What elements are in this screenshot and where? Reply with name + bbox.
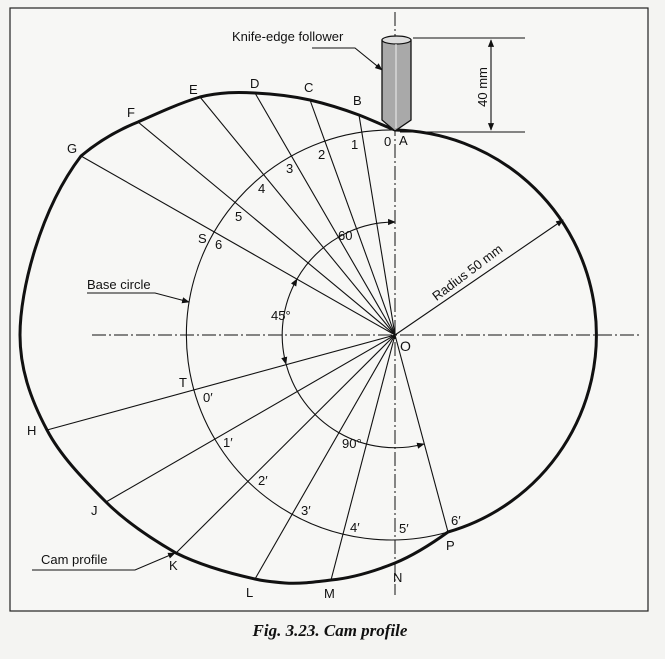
point-C: C: [304, 80, 313, 95]
center-label: O: [400, 338, 411, 354]
division-3-prime: 3′: [301, 503, 311, 518]
rise-division-labels: 0 1 2 3 4 5 6: [215, 134, 391, 252]
rise-angle-arc: [296, 218, 396, 280]
point-A: A: [399, 133, 408, 148]
division-0-prime: 0′: [203, 390, 213, 405]
point-M: M: [324, 586, 335, 601]
base-circle-leader: [87, 292, 190, 304]
division-4-prime: 4′: [350, 520, 360, 535]
point-D: D: [250, 76, 259, 91]
division-5: 5: [235, 209, 242, 224]
division-0: 0: [384, 134, 391, 149]
dwell-angle-label: 45°: [271, 308, 291, 323]
figure-frame: [9, 7, 649, 612]
division-6: 6: [215, 237, 222, 252]
knife-edge-follower: [381, 35, 412, 132]
point-P: P: [446, 538, 455, 553]
radial-lines: [46, 92, 449, 581]
radius-dimension-line: [394, 219, 564, 336]
dwell-angle-arc: [281, 278, 298, 365]
return-angle-label: 90°: [342, 436, 362, 451]
point-S: S: [198, 231, 207, 246]
return-division-labels: 0′ 1′ 2′ 3′ 4′ 5′ 6′: [203, 390, 461, 536]
point-T: T: [179, 375, 187, 390]
division-3: 3: [286, 161, 293, 176]
division-6-prime: 6′: [451, 513, 461, 528]
return-angle-arc: [285, 363, 425, 449]
rise-angle-label: 60: [338, 228, 352, 243]
cam-profile: [18, 91, 598, 585]
division-5-prime: 5′: [399, 521, 409, 536]
cam-profile-label: Cam profile: [41, 552, 107, 567]
point-H: H: [27, 423, 36, 438]
division-1: 1: [351, 137, 358, 152]
cam-profile-leader: [32, 552, 176, 571]
division-2-prime: 2′: [258, 473, 268, 488]
division-4: 4: [258, 181, 265, 196]
point-J: J: [91, 503, 98, 518]
outer-point-labels: A B C D E F G H J K L M N P: [27, 76, 455, 601]
base-circle-label: Base circle: [87, 277, 151, 292]
point-K: K: [169, 558, 178, 573]
point-L: L: [246, 585, 253, 600]
lift-dimension-label: 40 mm: [475, 67, 490, 107]
division-1-prime: 1′: [223, 435, 233, 450]
division-2: 2: [318, 147, 325, 162]
base-circle: [185, 129, 449, 541]
point-B: B: [353, 93, 362, 108]
point-G: G: [67, 141, 77, 156]
point-F: F: [127, 105, 135, 120]
point-E: E: [189, 82, 198, 97]
follower-leader: [312, 47, 383, 71]
follower-label: Knife-edge follower: [232, 29, 344, 44]
figure-caption: Fig. 3.23. Cam profile: [252, 621, 408, 640]
point-N: N: [393, 570, 402, 585]
